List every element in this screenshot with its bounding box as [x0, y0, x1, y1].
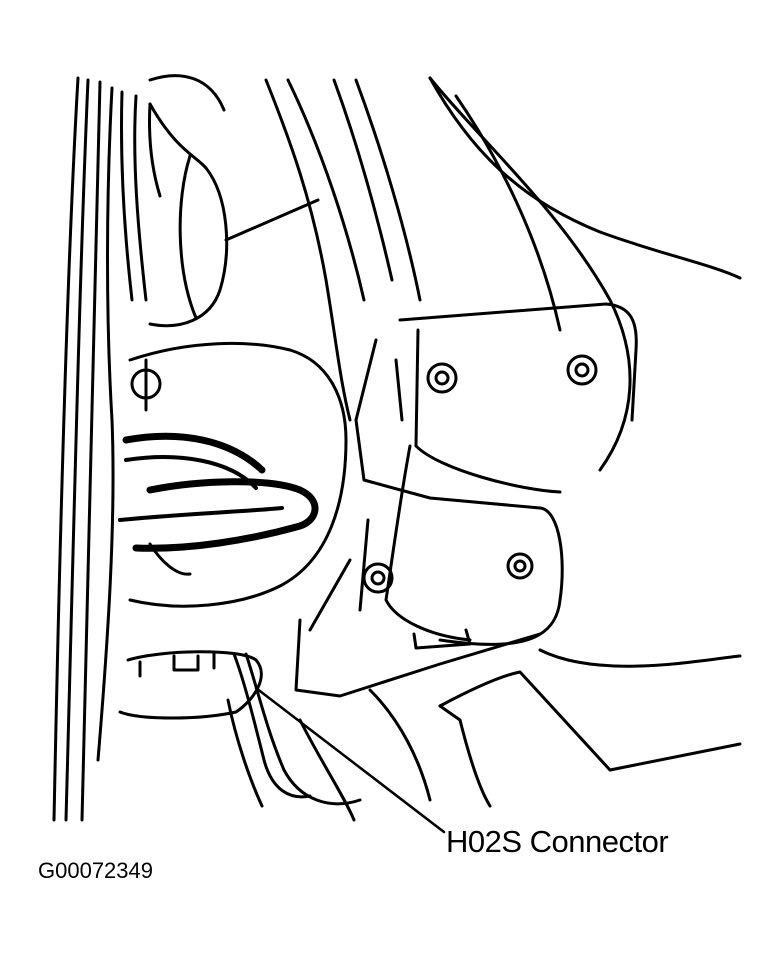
- heater-hose-loop: [120, 343, 346, 606]
- h02s-connector-housing: [120, 652, 360, 820]
- right-pipe: [370, 650, 740, 806]
- callout-label-h02s-connector: H02S Connector: [446, 824, 669, 859]
- figure-id: G00072349: [38, 858, 153, 883]
- left-hose-bundle: [54, 78, 160, 820]
- callout-leader-line: [256, 688, 444, 832]
- upper-cylinder-housing: [150, 76, 318, 326]
- central-bracket-plate: [296, 304, 636, 696]
- upper-engine-bracket: [266, 78, 740, 470]
